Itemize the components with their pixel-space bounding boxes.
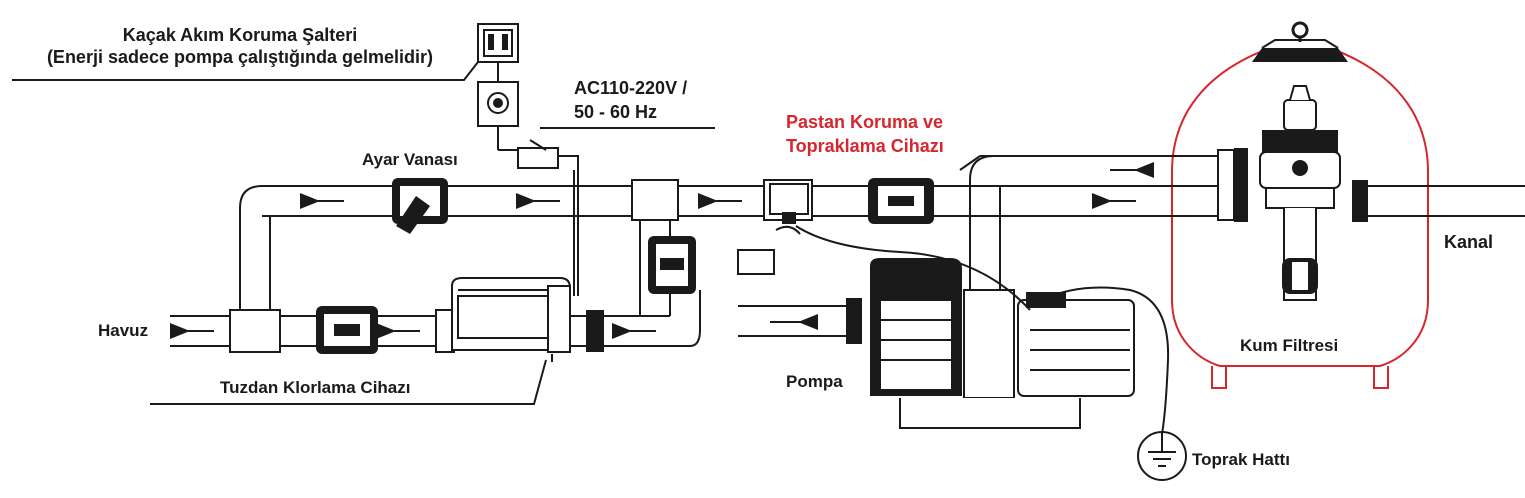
sand-filter-label: Kum Filtresi (1240, 336, 1339, 355)
valve-label: Ayar Vanası (362, 150, 458, 169)
pump-label: Pompa (786, 372, 843, 391)
ground-label: Toprak Hattı (1192, 450, 1290, 469)
valve-bypass (648, 236, 696, 294)
corrosion-label: Pastan Koruma ve Topraklama Cihazı (786, 110, 944, 158)
socket-icon (477, 81, 519, 127)
corrosion-label-line1: Pastan Koruma ve (786, 112, 944, 132)
salt-chlorinator (435, 277, 604, 362)
pool-label: Havuz (98, 321, 149, 340)
breaker-label: Kaçak Akım Koruma Şalteri (Enerji sadece… (10, 24, 470, 68)
breaker-label-line2: (Enerji sadece pompa çalıştığında gelmel… (46, 47, 434, 67)
valve-bottom (316, 306, 378, 354)
sand-filter (1171, 21, 1429, 389)
grounding-device (737, 183, 809, 275)
corrosion-label-line2: Topraklama Cihazı (786, 136, 944, 156)
circuit-breaker-icon (477, 23, 519, 63)
pump (846, 258, 1135, 429)
leader-lines (12, 61, 1008, 405)
electric-wiring (497, 62, 1170, 435)
voltage-label: AC110-220V / 50 - 60 Hz (574, 76, 687, 124)
breaker-label-line1: Kaçak Akım Koruma Şalteri (122, 25, 358, 45)
power-adapter (517, 147, 559, 169)
valve-top-right (868, 178, 934, 224)
channel-label: Kanal (1444, 232, 1494, 252)
voltage-label-line2: 50 - 60 Hz (574, 102, 658, 122)
voltage-label-line1: AC110-220V / (574, 78, 688, 98)
valve-top-left (392, 178, 448, 234)
flow-arrow-icon (170, 162, 1154, 339)
ground-symbol-icon (1137, 431, 1187, 481)
chlorinator-label: Tuzdan Klorlama Cihazı (220, 378, 411, 397)
